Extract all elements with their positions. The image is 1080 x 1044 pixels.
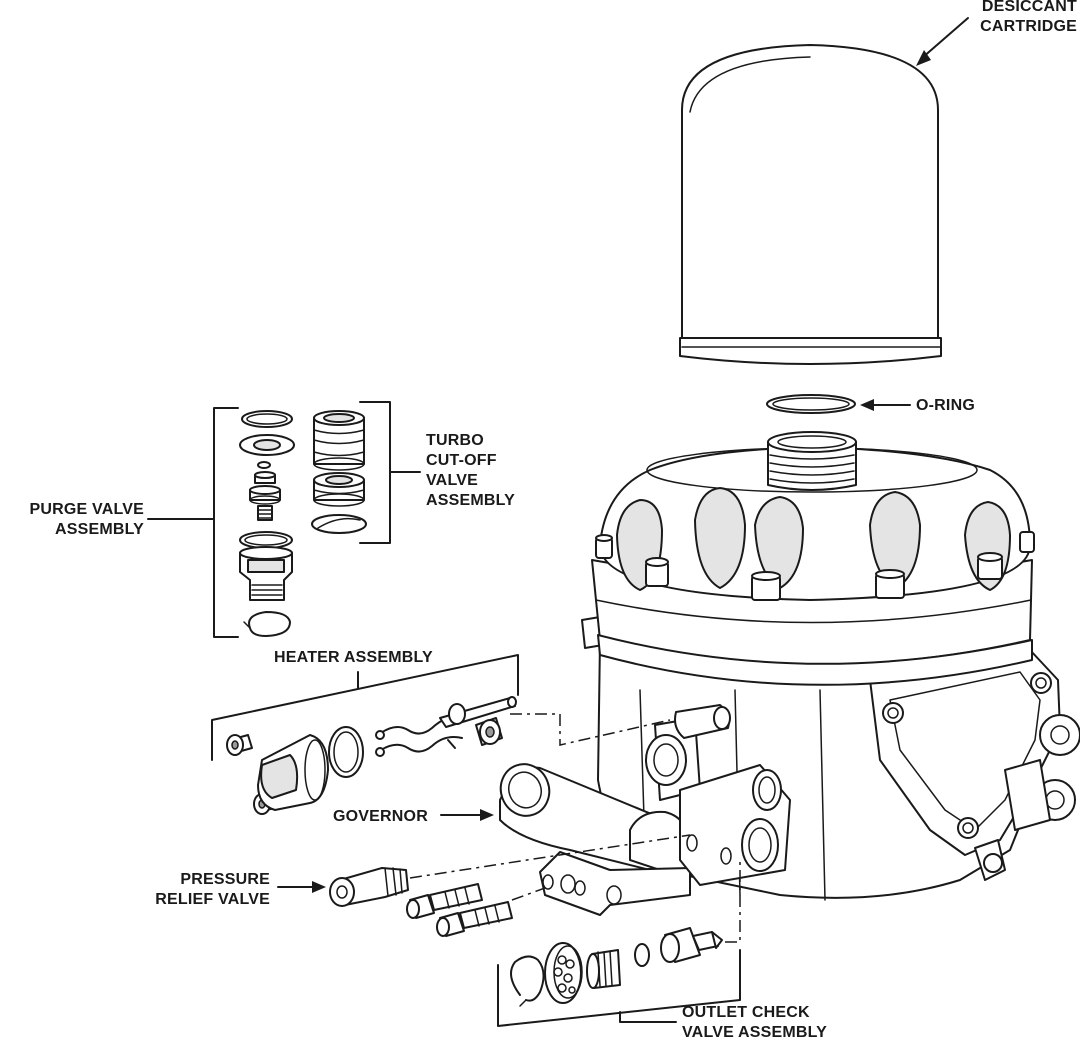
pressure-relief-arrow [312,881,326,893]
label-pressure-line-2: RELIEF VALVE [155,891,270,908]
outlet-check-axis [725,860,741,943]
label-turbo-line-4: ASSEMBLY [426,492,516,509]
label-turbo-cutoff-valve: TURBO CUT-OFF VALVE ASSEMBLY [426,431,515,511]
label-purge-line-1: PURGE VALVE [29,501,144,518]
label-outlet-line-1: OUTLET CHECK [682,1004,810,1021]
label-heater-assembly: HEATER ASSEMBLY [274,649,433,666]
heater-axis [510,713,671,746]
pressure-relief-axis [409,834,691,879]
label-desiccant-cartridge: DESICCANT CARTRIDGE [960,0,1077,37]
outlet-check-leader [619,1011,677,1023]
turbo-cutoff-valve-assembly [311,410,367,534]
heater-bracket [211,654,519,761]
governor-gasket [539,851,691,916]
desiccant-cartridge [679,44,942,365]
label-purge-line-2: ASSEMBLY [54,521,144,538]
desiccant-cartridge-leader [921,17,969,59]
heater-assembly [226,696,517,815]
label-turbo-line-3: VALVE [426,472,478,489]
governor-bolts [406,883,513,937]
label-purge-valve: PURGE VALVE ASSEMBLY [10,500,144,540]
purge-valve-bracket [213,407,239,638]
outlet-check-valve-assembly [510,927,723,1007]
governor-port [679,764,791,886]
o-ring [766,394,856,414]
governor-arrow [480,809,494,821]
label-o-ring: O-RING [916,397,975,414]
purge-valve-assembly [239,410,295,637]
label-turbo-line-1: TURBO [426,432,484,449]
bolt-axis [511,887,546,901]
o-ring-arrow [860,399,874,411]
label-outlet-line-2: VALVE ASSEMBLY [682,1024,828,1041]
label-desiccant-line-1: DESICCANT [981,0,1077,15]
label-desiccant-line-2: CARTRIDGE [980,18,1077,35]
label-outlet-check-valve: OUTLET CHECK VALVE ASSEMBLY [682,1003,827,1043]
label-pressure-line-1: PRESSURE [180,871,270,888]
desiccant-cartridge-arrow [916,50,931,66]
pressure-relief-valve [329,867,409,907]
label-turbo-line-2: CUT-OFF [426,452,497,469]
label-governor: GOVERNOR [333,808,428,825]
label-pressure-relief-valve: PRESSURE RELIEF VALVE [140,870,270,910]
